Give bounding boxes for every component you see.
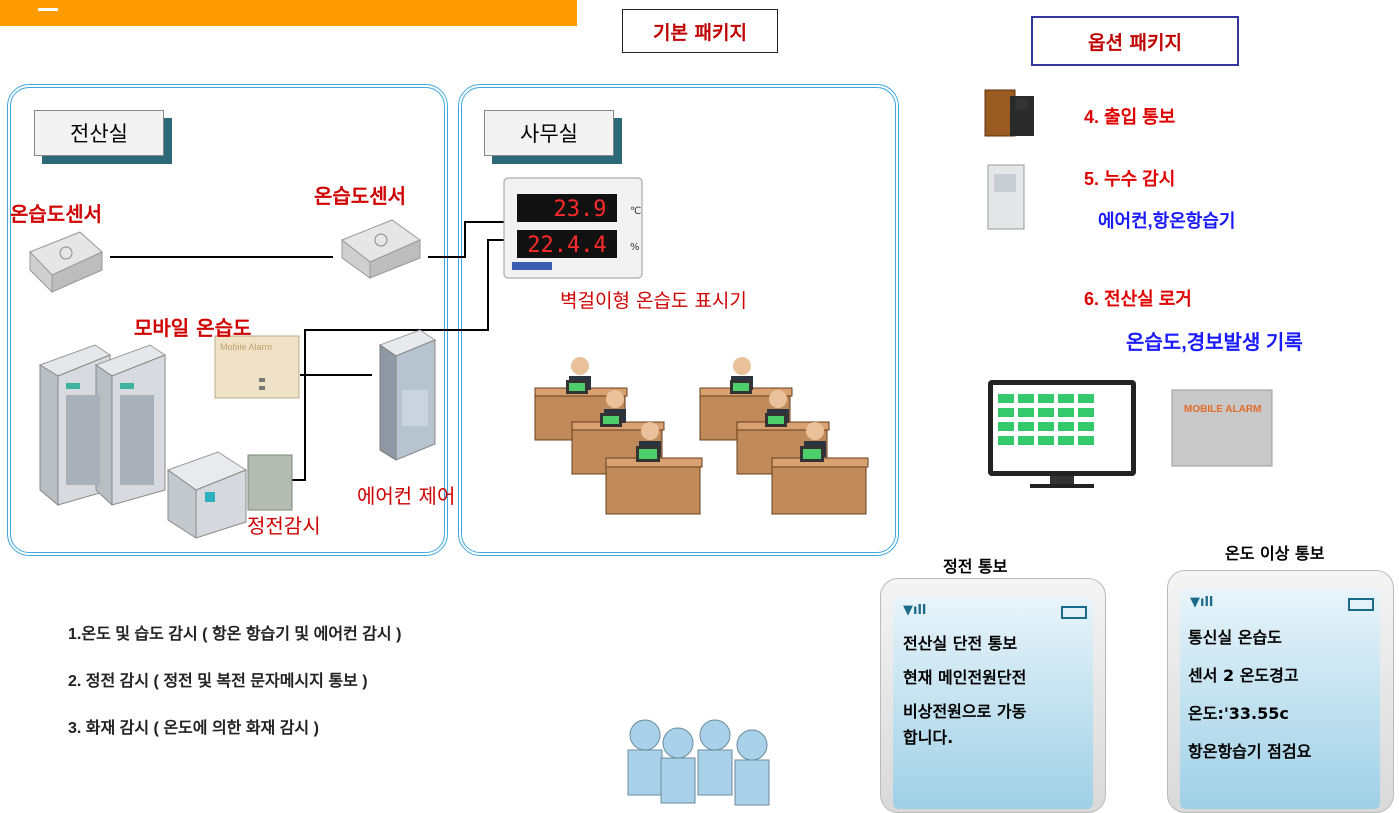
office-workers-icon [534,357,869,515]
option-logger-sub: 온습도,경보발생 기록 [1126,332,1303,354]
option-leak: 5. 누수 감시 [1084,169,1176,189]
mobile-alarm-box-icon: MOBILE ALARM [1171,389,1273,467]
server-room-panel [7,84,448,556]
power-monitor-device-icon [247,454,293,511]
power-alert-caption: 정전 통보 [943,557,1008,576]
option-entry: 4. 출입 통보 [1084,107,1176,127]
phone-power-alert: ▼ıll 전산실 단전 통보 현재 메인전원단전 비상전원으로 가동 합니다. [880,578,1106,813]
battery-icon [1061,606,1087,619]
display-hum-unit: % [630,242,640,253]
temp-message-line: 센서 2 온도경고 [1188,666,1299,685]
aircon-control-label: 에어컨 제어 [357,484,456,508]
temp-alert-caption: 온도 이상 통보 [1225,544,1325,563]
basic-package-label: 기본 패키지 [622,9,778,53]
power-message-line: 전산실 단전 통보 [903,634,1018,653]
server-room-tag: 전산실 [34,110,164,156]
display-humidity-readout: 22.4.4 [527,233,606,258]
door-intrusion-icon [984,89,1034,137]
option-package-label: 옵션 패키지 [1031,16,1239,66]
office-panel [458,84,899,556]
battery-icon [1348,598,1374,611]
mobile-sensor-label: 모바일 온습도 [134,316,252,340]
option-leak-sub: 에어컨,항온항습기 [1098,211,1236,231]
display-temp-unit: ℃ [630,206,641,217]
temp-message-line: 통신실 온습도 [1188,628,1282,647]
phone-temp-alert: ▼ıll 통신실 온습도 센서 2 온도경고 온도:'33.55c 항온항습기 … [1167,570,1394,813]
feature-item: 2. 정전 감시 ( 정전 및 복전 문자메시지 통보 ) [68,673,368,690]
display-temp-readout: 23.9 [554,197,607,222]
signal-icon: ▼ıll [1190,595,1214,610]
power-message-line: 합니다. [903,728,954,747]
aircon-unit-icon [378,329,437,461]
leak-sensor-device-icon [987,164,1025,230]
power-message-line: 비상전원으로 가동 [903,702,1027,721]
server-rack-icon [38,344,167,507]
sensor-right-label: 온습도센서 [314,184,406,208]
users-group-icon [627,719,770,806]
sensor-right-icon [341,219,422,279]
sensor-left-icon [29,231,103,294]
mobile-alarm-small-label: Mobile Alarm [220,342,272,352]
power-message-line: 현재 메인전원단전 [903,668,1027,687]
temp-message-line: 항온항습기 점검요 [1188,742,1312,761]
option-logger: 6. 전산실 로거 [1084,289,1192,309]
connection-lines [110,221,506,481]
feature-item: 1.온도 및 습도 감시 ( 항온 항습기 및 에어컨 감시 ) [68,626,402,643]
temp-message-line: 온도:'33.55c [1188,704,1289,723]
ups-device-icon [166,451,248,539]
feature-item: 3. 화재 감시 ( 온도에 의한 화재 감시 ) [68,720,319,737]
mobile-alarm-device-icon: Mobile Alarm [214,335,300,399]
phone-screen: ▼ıll 통신실 온습도 센서 2 온도경고 온도:'33.55c 항온항습기 … [1180,589,1380,809]
signal-icon: ▼ıll [903,603,927,618]
mobile-alarm-box-label: MOBILE ALARM [1184,404,1261,415]
wall-display-label: 벽걸이형 온습도 표시기 [560,290,747,312]
sensor-left-label: 온습도센서 [10,202,102,226]
power-monitor-label: 정전감시 [247,514,321,538]
wall-display-icon [503,177,643,279]
office-tag: 사무실 [484,110,614,156]
title-banner [0,0,577,26]
phone-screen: ▼ıll 전산실 단전 통보 현재 메인전원단전 비상전원으로 가동 합니다. [893,597,1093,809]
logger-monitor-icon [988,380,1136,488]
